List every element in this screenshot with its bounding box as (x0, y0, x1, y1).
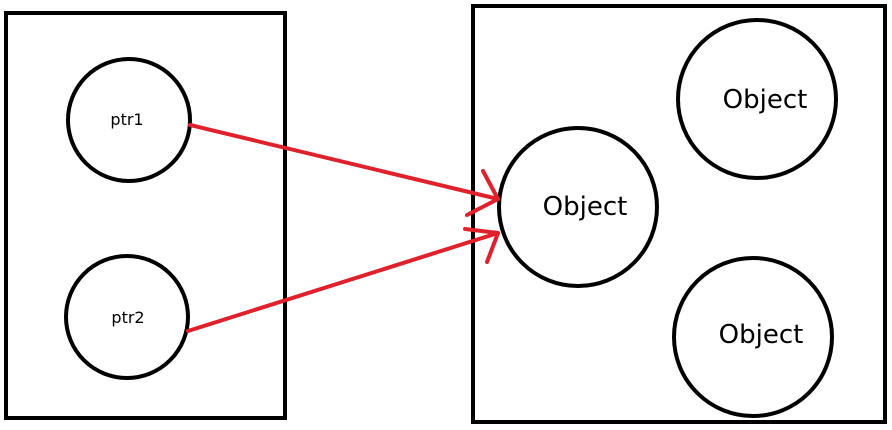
pointer-node-ptr1: ptr1 (66, 57, 192, 183)
arrow-ptr1-to-object (188, 123, 500, 217)
pointer-label-ptr1: ptr1 (110, 110, 143, 129)
object-circle-target (497, 126, 659, 288)
object-node-target: Object (497, 126, 659, 288)
object-label-top: Object (723, 85, 808, 115)
object-label-target: Object (543, 192, 628, 222)
object-label-bottom: Object (719, 320, 804, 350)
object-node-bottom: Object (672, 256, 834, 418)
arrow-shaft-ptr1 (188, 123, 500, 201)
pointer-node-ptr2: ptr2 (64, 254, 190, 380)
arrow-head-ptr2 (463, 227, 500, 264)
object-circle-top (676, 18, 838, 180)
pointer-circle-ptr1 (66, 57, 192, 183)
arrow-shaft-ptr2 (186, 231, 500, 333)
object-node-top: Object (676, 18, 838, 180)
pointer-circle-ptr2 (64, 254, 190, 380)
arrow-ptr2-to-object (186, 227, 500, 333)
pointer-label-ptr2: ptr2 (111, 308, 144, 327)
object-circle-bottom (672, 256, 834, 418)
pointer-container-box (4, 11, 287, 420)
arrow-head-ptr1 (465, 169, 500, 217)
